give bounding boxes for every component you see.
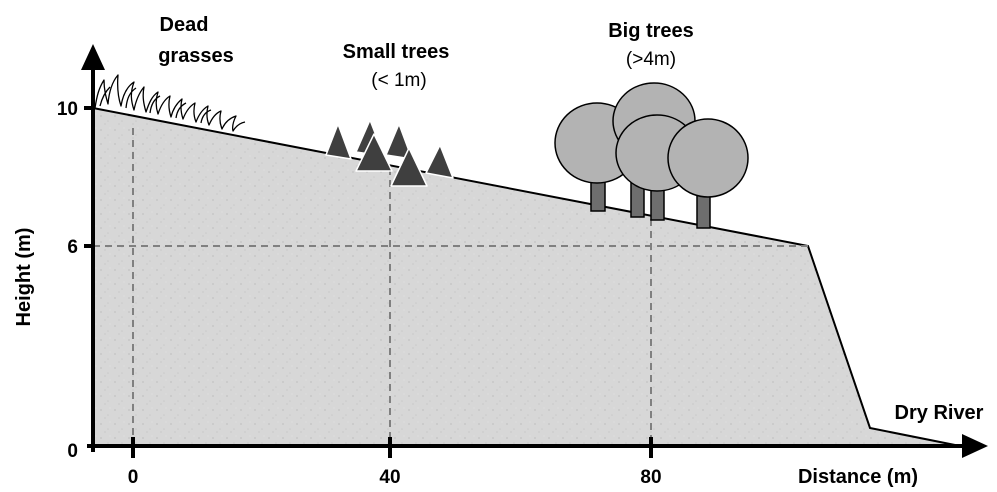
- x-tick-label-40: 40: [379, 467, 400, 488]
- small-trees-size-label: (< 1m): [371, 70, 426, 91]
- canopy: [667, 118, 749, 198]
- axes: [81, 44, 988, 458]
- small-tree-icon: [325, 123, 352, 160]
- x-axis-arrow: [962, 434, 988, 458]
- big-trees: [554, 82, 749, 229]
- y-tick-label-0: 0: [67, 441, 78, 462]
- big-trees-size-label: (>4m): [626, 49, 676, 70]
- x-axis-title: Distance (m): [798, 466, 918, 488]
- y-tick-label-6: 6: [67, 237, 78, 258]
- small-trees: [325, 119, 454, 187]
- small-trees-label: Small trees: [343, 41, 450, 63]
- ground-profile: [92, 106, 961, 447]
- dry-river-label: Dry River: [895, 402, 984, 424]
- y-tick-label-10: 10: [57, 99, 78, 120]
- x-tick-label-80: 80: [640, 467, 661, 488]
- guide-lines: [93, 128, 808, 446]
- small-tree-icon: [390, 147, 428, 187]
- y-axis-title: Height (m): [13, 228, 35, 327]
- dead-grasses-label-line2: grasses: [158, 45, 234, 67]
- dead-grasses-label-line1: Dead: [160, 14, 209, 36]
- dead-grasses-icon: [94, 74, 246, 132]
- small-tree-icon: [425, 144, 454, 179]
- x-tick-label-0: 0: [128, 467, 139, 488]
- big-trees-label: Big trees: [608, 20, 694, 42]
- small-tree-icon: [355, 133, 393, 172]
- y-axis-arrow: [81, 44, 105, 70]
- small-tree-icon: [385, 123, 413, 160]
